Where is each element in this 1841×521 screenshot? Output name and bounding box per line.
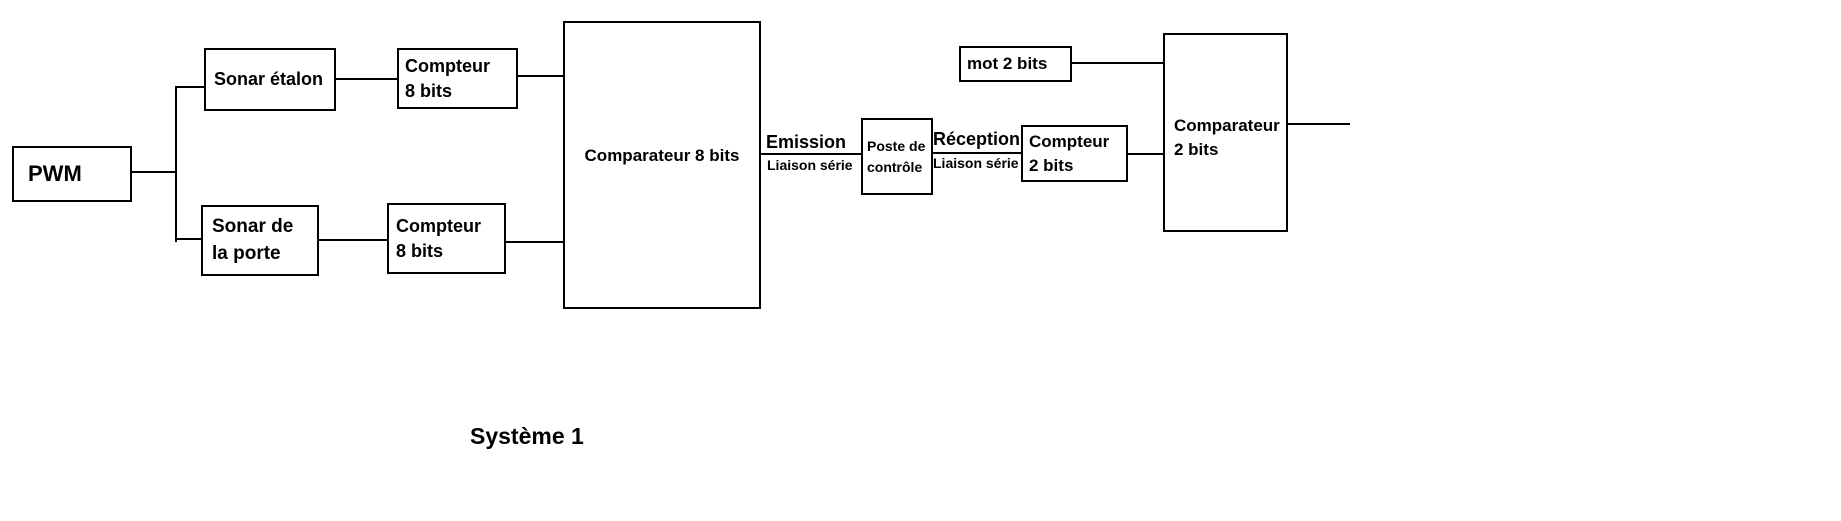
comparateur-2bits-line1: Comparateur xyxy=(1174,116,1280,136)
comparateur-2bits-line2: 2 bits xyxy=(1174,139,1219,159)
connector-sonar-etalon-to-compteur xyxy=(336,78,397,80)
compteur-8bits-top-box: Compteur 8 bits xyxy=(397,48,518,109)
comparateur-8bits-label: Comparateur 8 bits xyxy=(584,146,740,166)
mot-2bits-label: mot 2 bits xyxy=(967,54,1048,74)
connector-branch-vertical xyxy=(175,86,177,242)
compteur-8bits-top-line2: 8 bits xyxy=(405,80,453,101)
sonar-porte-box: Sonar de la porte xyxy=(201,205,319,276)
connector-compteur2-to-comparateur2 xyxy=(1128,153,1163,155)
poste-controle-line1: Poste de xyxy=(867,137,926,154)
connector-branch-to-sonar-porte xyxy=(177,238,201,240)
reception-label: Réception xyxy=(933,129,1021,149)
pwm-box: PWM xyxy=(12,146,132,202)
connector-mot2-to-comparateur2 xyxy=(1072,62,1163,64)
sonar-etalon-label: Sonar étalon xyxy=(214,69,324,90)
connector-emission-serial-link xyxy=(759,153,861,155)
emission-sublabel: Liaison série xyxy=(767,157,853,173)
pwm-label: PWM xyxy=(28,160,82,186)
connector-comparateur2-output xyxy=(1288,123,1350,125)
compteur-8bits-bottom-line2: 8 bits xyxy=(396,240,444,261)
compteur-2bits-line2: 2 bits xyxy=(1029,155,1074,175)
reception-sublabel: Liaison série xyxy=(933,155,1019,171)
connector-compteur-bottom-to-comparateur8 xyxy=(506,241,563,243)
sonar-porte-line2: la porte xyxy=(212,242,281,264)
sonar-etalon-box: Sonar étalon xyxy=(204,48,336,111)
connector-sonar-porte-to-compteur xyxy=(319,239,387,241)
connector-compteur-top-to-comparateur8 xyxy=(518,75,563,77)
connector-reception-serial-link xyxy=(931,152,1021,154)
connector-branch-to-sonar-etalon xyxy=(177,86,204,88)
compteur-8bits-bottom-box: Compteur 8 bits xyxy=(387,203,506,274)
mot-2bits-box: mot 2 bits xyxy=(959,46,1072,82)
poste-controle-box: Poste de contrôle xyxy=(861,118,933,195)
compteur-2bits-line1: Compteur xyxy=(1029,132,1110,152)
poste-controle-line2: contrôle xyxy=(867,158,923,175)
comparateur-8bits-box: Comparateur 8 bits xyxy=(563,21,761,309)
connector-pwm-out xyxy=(132,171,177,173)
compteur-2bits-box: Compteur 2 bits xyxy=(1021,125,1128,182)
comparateur-2bits-box: Comparateur 2 bits xyxy=(1163,33,1288,232)
sonar-porte-line1: Sonar de xyxy=(212,216,294,238)
compteur-8bits-top-line1: Compteur xyxy=(405,55,490,76)
compteur-8bits-bottom-line1: Compteur xyxy=(396,215,481,236)
emission-label: Emission xyxy=(766,132,847,152)
diagram-title: Système 1 xyxy=(470,423,584,449)
